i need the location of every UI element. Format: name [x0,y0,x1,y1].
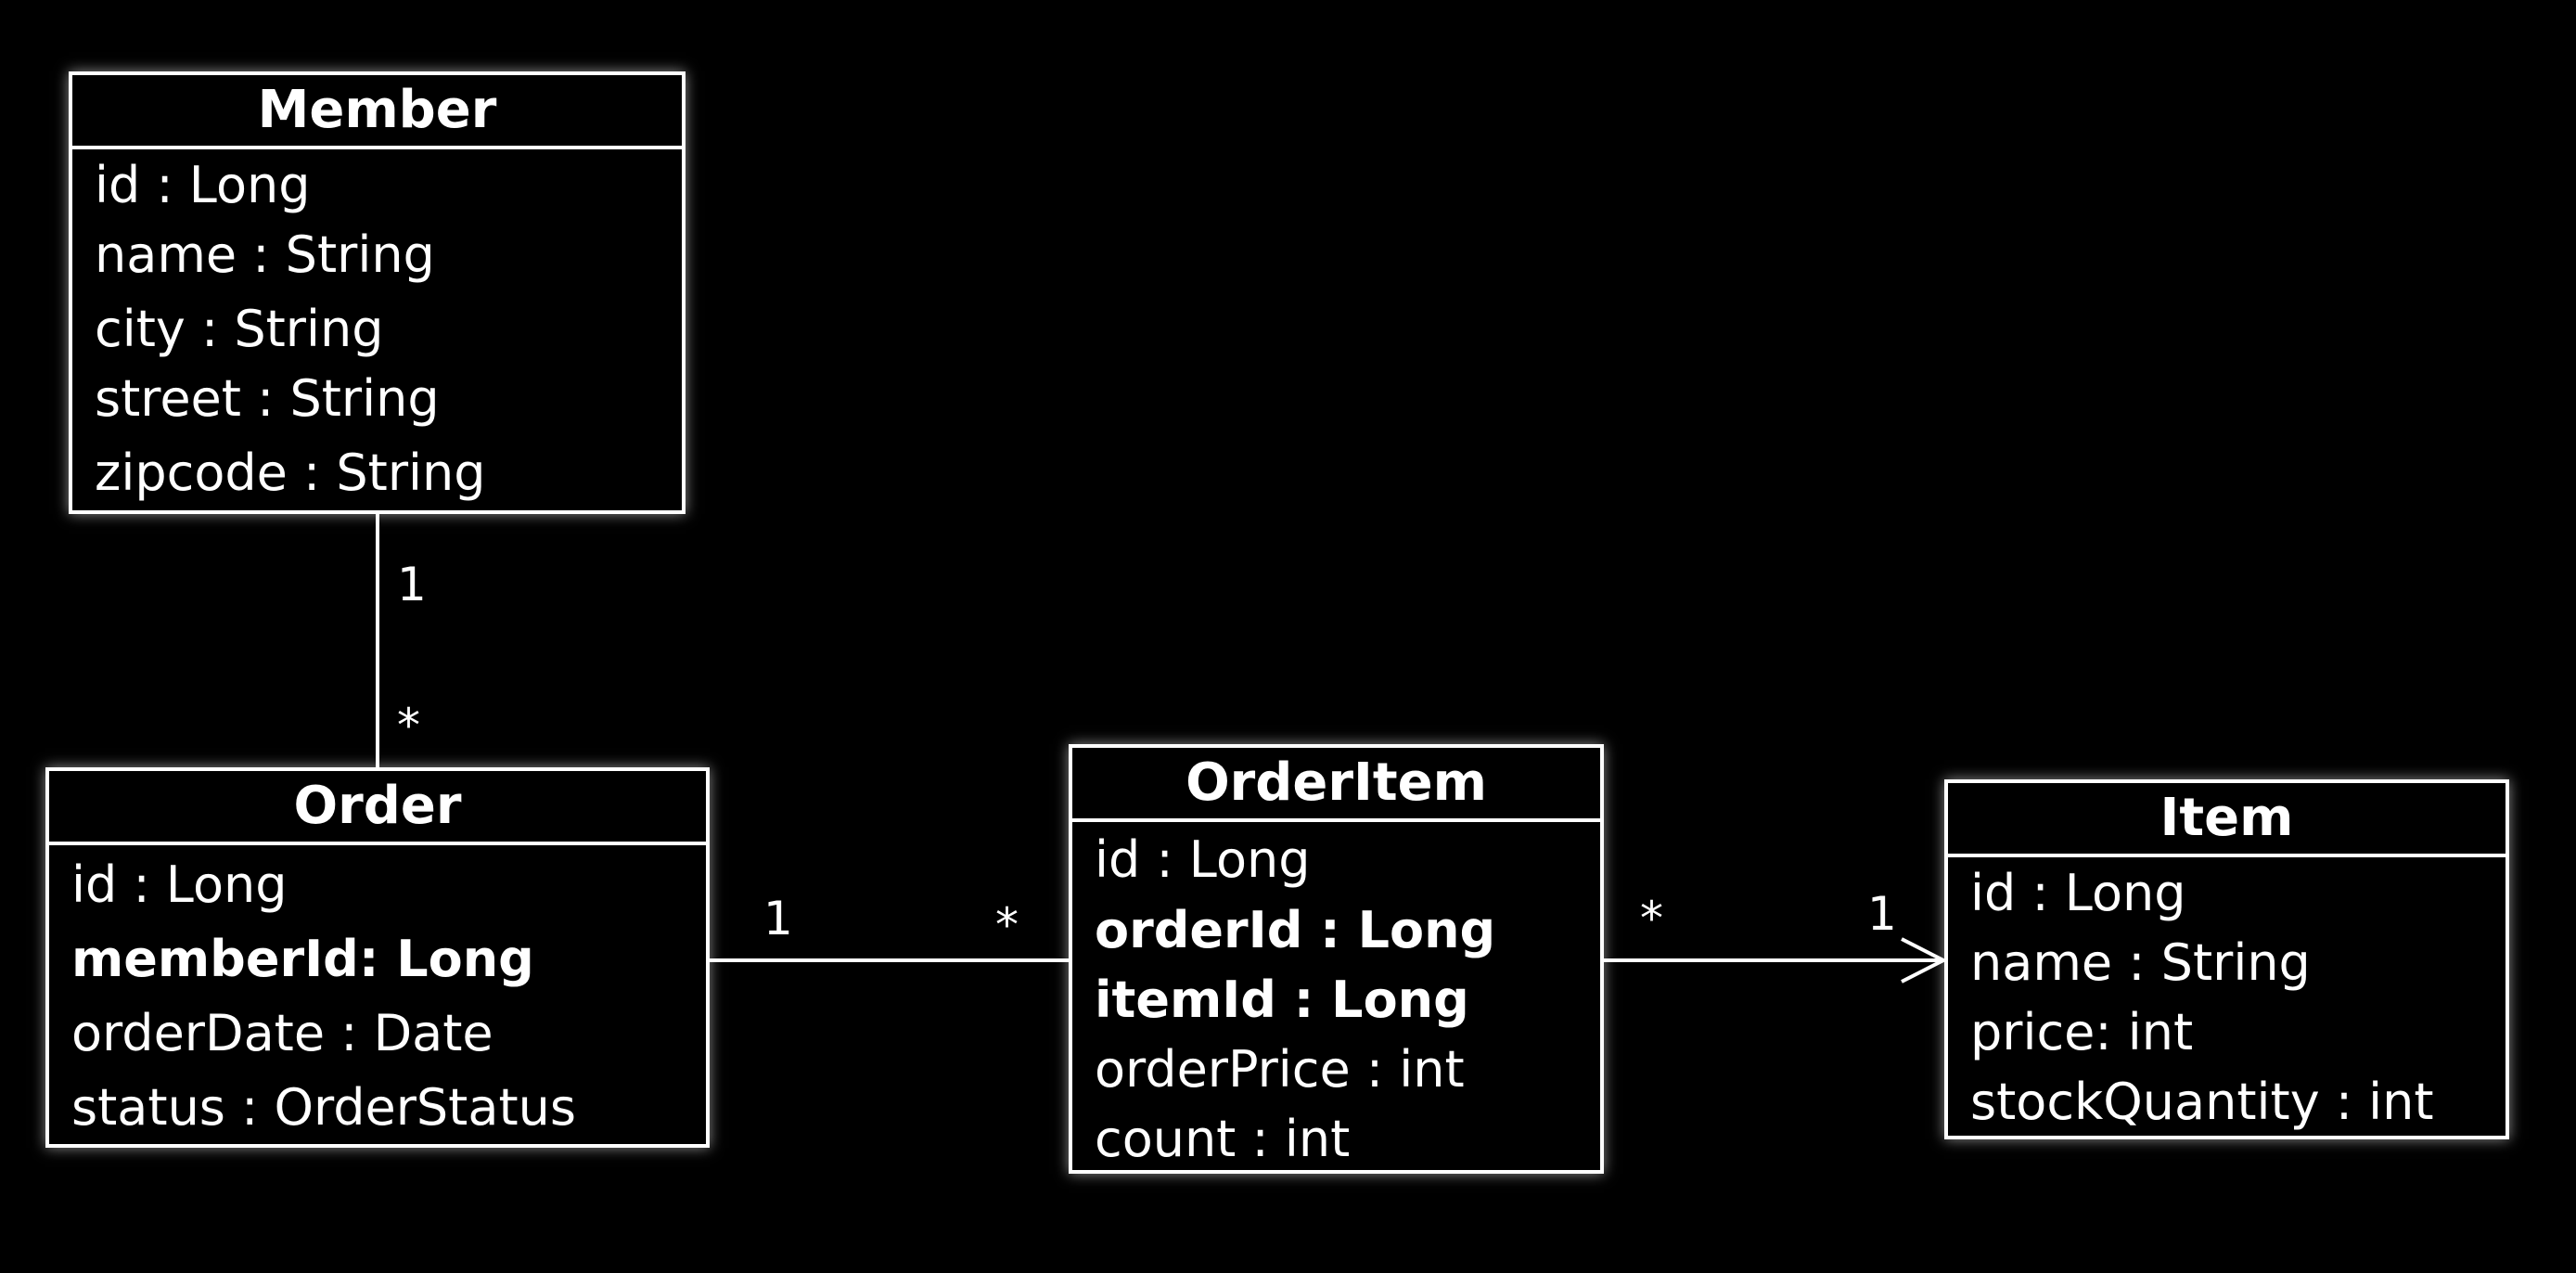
item-attr-id: id : Long [1970,864,2186,922]
order-attr-id: id : Long [71,855,288,914]
item-entity-title: Item [1948,783,2506,857]
member-entity-title: Member [72,75,682,149]
order-attr-order-date: orderDate : Date [71,1004,493,1062]
item-attr-price: price: int [1970,1003,2194,1061]
order-orderitem-multiplicity-orderitem: * [995,898,1019,952]
item-attr-name: name : String [1970,933,2311,992]
order-entity-title: Order [49,771,706,845]
order-orderitem-multiplicity-order: 1 [763,892,793,945]
member-order-multiplicity-order: * [397,699,420,752]
orderitem-item-multiplicity-item: 1 [1867,887,1897,941]
orderitem-attr-order-price: orderPrice : int [1095,1040,1465,1099]
orderitem-attr-count: count : int [1095,1110,1351,1168]
orderitem-entity-title: OrderItem [1072,748,1600,822]
member-attr-id: id : Long [95,156,311,214]
member-attr-zipcode: zipcode : String [95,444,486,502]
order-attr-member-id: memberId: Long [71,930,534,988]
orderitem-item-multiplicity-orderitem: * [1640,892,1663,945]
orderitem-entity: OrderItem id : Long orderId : Long itemI… [1069,744,1604,1174]
member-attr-street: street : String [95,369,440,428]
arrow-head-icon [1901,937,1948,984]
orderitem-attr-item-id: itemId : Long [1095,971,1469,1029]
order-entity: Order id : Long memberId: Long orderDate… [45,767,710,1148]
item-entity: Item id : Long name : String price: int … [1944,779,2509,1139]
member-attr-name: name : String [95,225,435,284]
member-attr-city: city : String [95,300,384,358]
item-attr-stock-quantity: stockQuantity : int [1970,1073,2434,1131]
order-attr-status: status : OrderStatus [71,1078,576,1137]
member-order-multiplicity-member: 1 [397,558,427,611]
member-entity: Member id : Long name : String city : St… [69,71,686,514]
orderitem-attr-order-id: orderId : Long [1095,901,1496,959]
orderitem-attr-id: id : Long [1095,830,1311,889]
